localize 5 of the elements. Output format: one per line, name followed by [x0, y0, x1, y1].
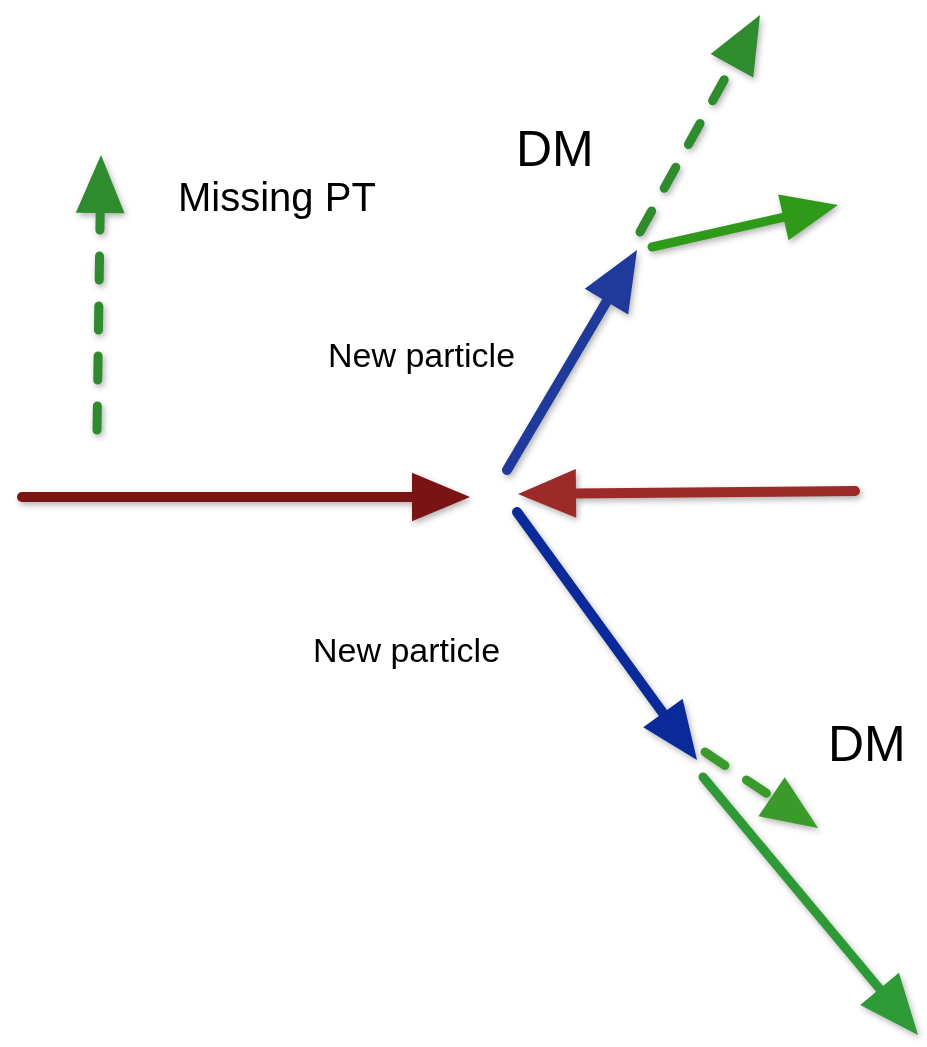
particle-label: DM: [828, 715, 906, 774]
particle-label: DM: [516, 120, 594, 179]
particle-label: Missing PT: [178, 174, 376, 221]
particle-label: New particle: [313, 630, 501, 671]
particle-label: New particle: [328, 335, 516, 376]
